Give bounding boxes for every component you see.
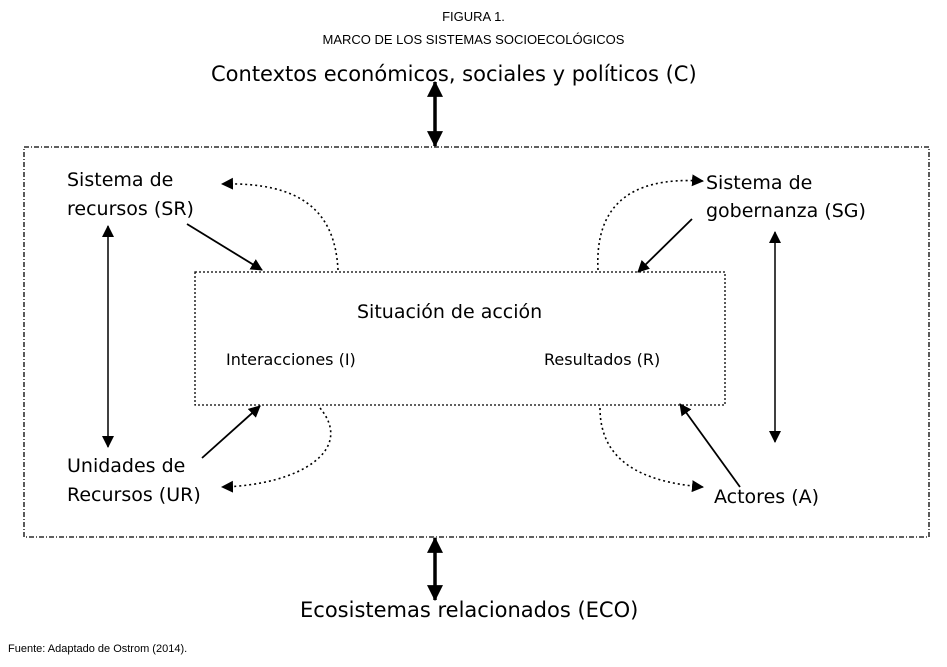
interactions-label: Interacciones (I) — [226, 350, 356, 369]
resource-system-line2: recursos (SR) — [67, 198, 194, 220]
action-to-ur-feedback — [221, 407, 332, 493]
source-note: Fuente: Adaptado de Ostrom (2014). — [8, 643, 188, 655]
ur-to-action-arrow — [201, 405, 261, 459]
actors-label: Actores (A) — [714, 486, 820, 508]
sr-to-action-arrow — [186, 223, 263, 271]
results-label: Resultados (R) — [544, 350, 661, 369]
resource-units-line1: Unidades de — [67, 455, 186, 477]
sg-to-action-arrow — [637, 218, 693, 273]
action-to-sg-feedback — [597, 174, 704, 271]
resource-system-line1: Sistema de — [67, 169, 174, 191]
figure-number: FIGURA 1. — [442, 9, 505, 24]
action-situation-title: Situación de acción — [357, 301, 543, 323]
figure-title: MARCO DE LOS SISTEMAS SOCIOECOLÓGICOS — [322, 32, 625, 47]
outer-system-frame — [23, 146, 930, 538]
action-to-a-feedback — [599, 407, 704, 493]
action-to-sr-feedback — [221, 177, 339, 271]
governance-system-line2: gobernanza (SG) — [706, 200, 866, 222]
related-ecosystems-label: Ecosistemas relacionados (ECO) — [300, 598, 639, 622]
economic-social-political-context-label: Contextos económicos, sociales y polític… — [211, 62, 697, 86]
resource-units-line2: Recursos (UR) — [67, 484, 201, 506]
governance-system-line1: Sistema de — [706, 172, 813, 194]
action-situation-box — [194, 271, 726, 406]
a-to-action-arrow — [679, 403, 741, 488]
